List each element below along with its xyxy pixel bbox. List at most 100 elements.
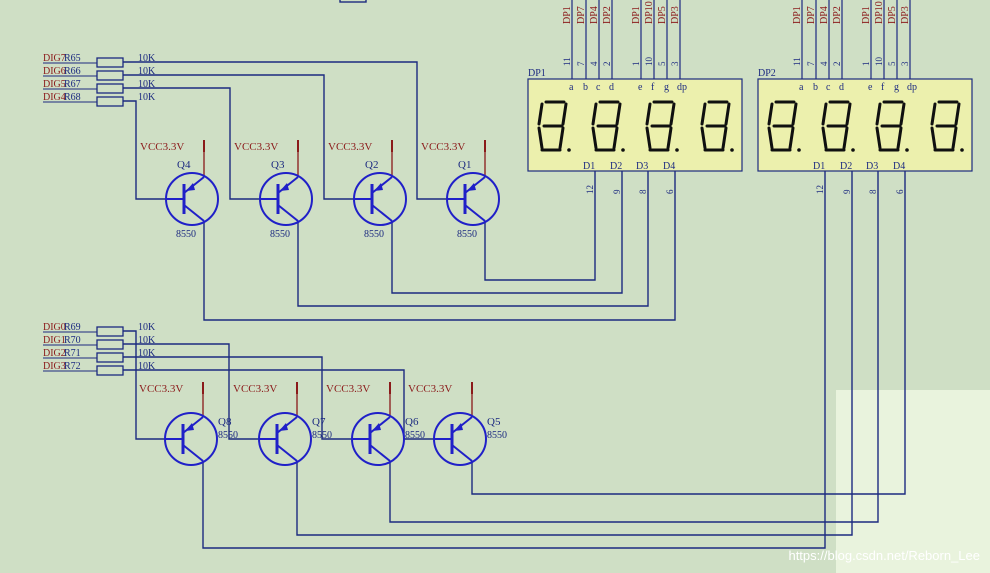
top-pin-net-label: DP5 [887,6,898,24]
net-label: DIG1 [43,335,66,346]
segment-c [612,126,619,150]
segment-c [788,126,795,150]
highlight-region [836,390,990,573]
transistor-arrow [454,423,463,431]
digit-pin-number: 6 [665,189,675,194]
segment-letter: dp [907,82,917,93]
segment-b [724,102,731,126]
labels-layer: DP1DP111aDP77bDP44cDP22dDP11eDP1010fDP55… [43,1,917,441]
digit-pin-label: D2 [840,161,852,172]
top-pin-net-label: DP1 [562,6,573,24]
driver-group-1 [96,326,487,466]
transistor-q4 [165,140,219,226]
segment-e [591,126,598,150]
base-drive-wire [123,369,434,440]
vcc-label: VCC3.3V [234,141,278,153]
base-drive-wire [123,87,260,200]
collector-digit-wire [203,171,676,321]
watermark-text: https://blog.csdn.net/Reborn_Lee [788,548,980,563]
top-pin-net-label: DP10 [874,1,885,24]
transistor-part: 8550 [176,229,196,240]
segment-f [645,102,652,126]
segment-letter: g [894,82,899,93]
top-pin-number: 11 [562,57,572,66]
top-pin-net-label: DP7 [806,6,817,24]
offscreen-part-stub [339,0,367,3]
base-drive-wire [123,61,447,200]
segment-c [842,126,849,150]
net-label: DIG4 [43,92,66,103]
transistor-part: 8550 [364,229,384,240]
collector-digit-wire [484,171,596,281]
resistor-value: 10K [138,335,156,346]
transistor-arrow [374,183,383,191]
segment-letter: c [826,82,831,93]
transistor-part: 8550 [312,430,332,441]
transistor-q6 [351,382,405,466]
seven-segment-digit [700,100,734,152]
seven-segment-digit [821,100,855,152]
segment-e [821,126,828,150]
segment-letter: b [583,82,588,93]
collector-digit-wire [297,171,649,307]
transistor-part: 8550 [270,229,290,240]
segment-f [700,102,707,126]
digit-pin-label: D3 [636,161,648,172]
resistor-name: R66 [64,66,81,77]
segment-b [954,102,961,126]
segment-b [899,102,906,126]
base-drive-wire [123,343,259,440]
transistor-name: Q8 [218,416,232,428]
segment-e [645,126,652,150]
transistor-collector [369,444,391,462]
segment-b [561,102,568,126]
net-label: DIG0 [43,322,66,333]
display-name: DP1 [528,68,546,79]
top-pin-net-label: DP1 [792,6,803,24]
resistor-value: 10K [138,53,156,64]
transistor-arrow [185,423,194,431]
resistor-name: R72 [64,361,81,372]
top-pin-number: 7 [576,61,586,66]
segment-b [615,102,622,126]
digit-pin-label: D4 [663,161,675,172]
transistor-arrow [186,183,195,191]
collector-digit-wire [202,171,826,549]
top-pin-number: 2 [602,62,612,67]
segment-f [767,102,774,126]
segment-e [875,126,882,150]
segment-dp [675,148,679,152]
transistor-name: Q3 [271,159,285,171]
vcc-label: VCC3.3V [326,383,370,395]
segment-f [591,102,598,126]
transistor-collector [451,444,473,462]
top-pin-number: 10 [874,57,884,67]
resistor-body [96,96,124,107]
transistor-name: Q5 [487,416,501,428]
transistor-arrow [372,423,381,431]
resistor-name: R65 [64,53,81,64]
segment-letter: b [813,82,818,93]
digit-pin-label: D3 [866,161,878,172]
transistor-q1 [446,140,500,226]
segment-letter: dp [677,82,687,93]
base-drive-wire [123,330,165,440]
segment-c [896,126,903,150]
collector-digit-wire [296,171,853,536]
top-pin-number: 1 [861,62,871,67]
top-pin-net-label: DP10 [644,1,655,24]
resistor-value: 10K [138,79,156,90]
top-pin-number: 4 [589,61,599,66]
transistor-name: Q1 [458,159,471,171]
collector-digit-wire [391,171,623,294]
segment-dp [905,148,909,152]
segment-c [951,126,958,150]
segment-letter: d [839,82,844,93]
top-pin-net-label: DP3 [900,6,911,24]
resistor-body [96,326,124,337]
vcc-label: VCC3.3V [139,383,183,395]
digit-pin-number: 8 [868,189,878,194]
transistor-collector [276,444,298,462]
top-pin-net-label: DP5 [657,6,668,24]
